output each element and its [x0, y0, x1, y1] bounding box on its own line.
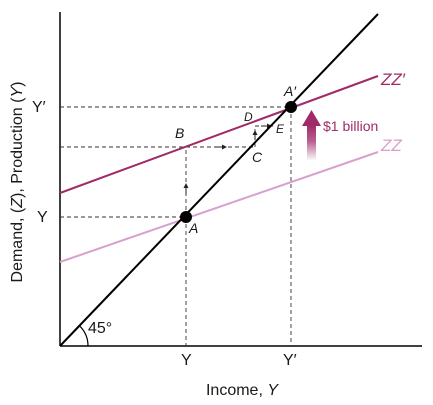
- zz-prime-line: [59, 75, 379, 194]
- guide-lines: [60, 106, 292, 346]
- label-zz-prime: ZZ′: [380, 70, 406, 89]
- y-tick-y: Y: [37, 209, 48, 226]
- point-a: [180, 211, 192, 223]
- angle-label: 45°: [88, 320, 112, 337]
- zz-line: [59, 151, 379, 263]
- y-tick-y-prime: Y′: [32, 99, 46, 116]
- label-e: E: [276, 122, 285, 136]
- shift-annotation: $1 billion: [323, 118, 378, 134]
- x-axis-title: Income, Y: [206, 382, 279, 399]
- step-arrows: [183, 123, 272, 195]
- label-b: B: [175, 125, 184, 141]
- y-axis-title: Demand, (Z), Production (Y): [9, 82, 26, 283]
- label-zz: ZZ: [380, 136, 402, 155]
- line-45-degree: [59, 13, 379, 347]
- shift-arrow: [302, 110, 321, 161]
- label-a: A: [188, 220, 198, 236]
- x-tick-y-prime: Y′: [283, 352, 297, 369]
- label-a-prime: A′: [283, 83, 297, 99]
- angle-arc: [78, 325, 89, 347]
- x-tick-y: Y: [181, 352, 192, 369]
- label-d: D: [244, 110, 253, 124]
- point-a-prime: [285, 101, 297, 113]
- label-c: C: [252, 149, 263, 165]
